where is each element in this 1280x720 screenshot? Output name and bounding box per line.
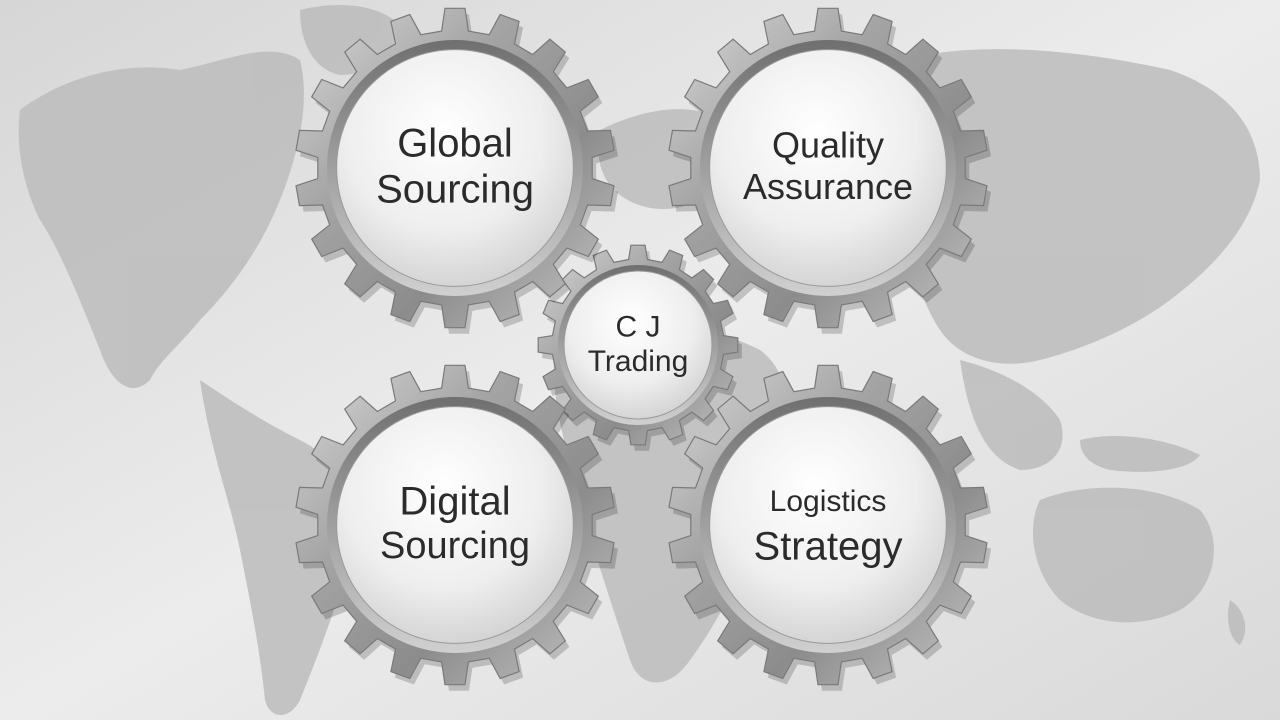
center-gear-cj-trading-label-line1: C J: [616, 310, 661, 343]
gear-layer: C JTradingGlobalSourcingQualityAssurance…: [295, 7, 991, 691]
gear-logistics-strategy-face: [709, 406, 947, 644]
map-asia: [895, 49, 1260, 364]
center-gear-cj-trading-label-line2: Trading: [588, 345, 689, 378]
map-indonesia: [1080, 435, 1200, 472]
gear-logistics-strategy-label-line1: Logistics: [770, 485, 887, 518]
gear-digital-sourcing-label-line1: Digital: [399, 480, 510, 524]
gear-quality-assurance-face: [709, 49, 947, 287]
gear-global-sourcing-face: [336, 49, 574, 287]
gear-logistics-strategy-label-line2: Strategy: [754, 525, 903, 569]
map-south-asia: [960, 360, 1063, 470]
map-south-america: [200, 380, 353, 715]
gear-digital-sourcing-label-line2: Sourcing: [380, 525, 530, 567]
map-new-zealand: [1228, 600, 1246, 645]
map-australia: [1032, 487, 1214, 623]
gear-digital-sourcing-face: [336, 406, 574, 644]
center-gear-cj-trading-face: [563, 270, 713, 420]
gear-global-sourcing-label-line2: Sourcing: [376, 168, 534, 212]
gear-global-sourcing-label-line1: Global: [397, 122, 513, 166]
gear-quality-assurance-label-line2: Assurance: [743, 166, 913, 207]
map-north-america: [18, 51, 304, 389]
gear-quality-assurance-label-line1: Quality: [772, 125, 884, 166]
